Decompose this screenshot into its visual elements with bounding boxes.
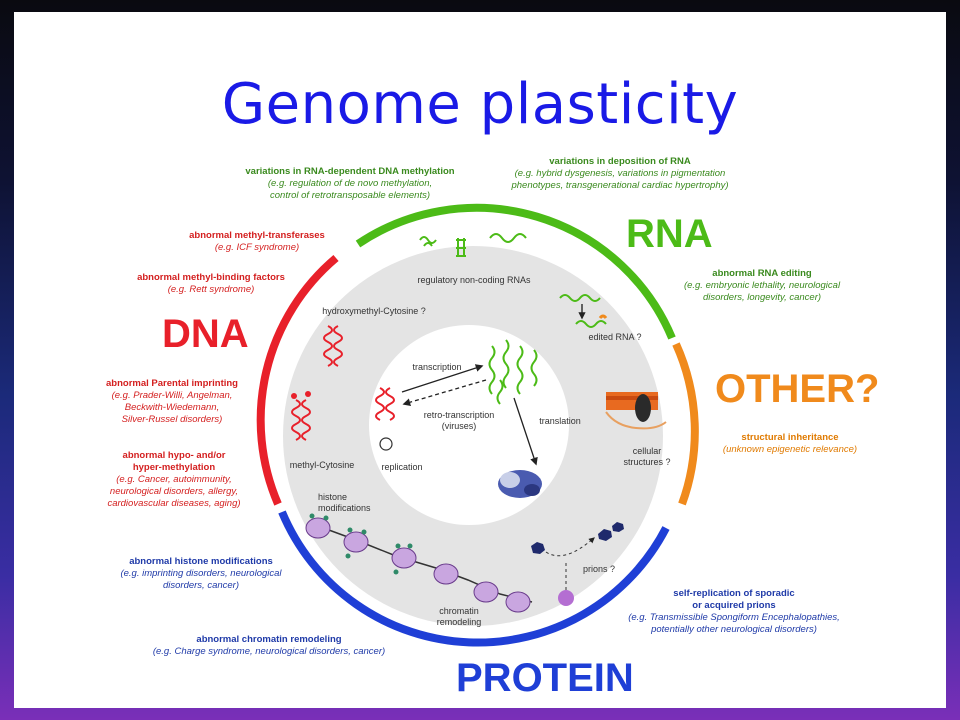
structural-inheritance-example: (unknown epigenetic relevance) — [722, 443, 858, 455]
parental-imprinting-note: abnormal Parental imprinting (e.g. Prade… — [92, 378, 252, 426]
cellular-structure-icon — [605, 392, 667, 430]
slide-title: Genome plasticity — [221, 72, 739, 137]
prions-note: self-replication of sporadic or acquired… — [616, 588, 852, 636]
protein-arc — [278, 510, 670, 647]
other-label: OTHER? — [715, 367, 880, 411]
chromatin-heading: abnormal chromatin remodeling — [196, 634, 342, 645]
protein-structure-icon — [498, 470, 542, 498]
methyl-binding-note: abnormal methyl-binding factors (e.g. Re… — [118, 272, 304, 296]
translation-label: translation — [539, 416, 581, 426]
rna-deposition-example: (e.g. hybrid dysgenesis, variations in p… — [511, 167, 729, 191]
protein-label: PROTEIN — [456, 656, 634, 700]
histone-mods-heading: abnormal histone modifications — [129, 556, 273, 567]
chromatin-note: abnormal chromatin remodeling (e.g. Char… — [144, 634, 394, 658]
transcription-label: transcription — [412, 362, 462, 372]
retro-arrow — [402, 379, 487, 406]
methyl-transferases-example: (e.g. ICF syndrome) — [214, 241, 300, 253]
hydroxymethyl-label: hydroxymethyl-Cytosine ? — [322, 306, 426, 316]
rna-deposition-note: variations in deposition of RNA (e.g. hy… — [492, 156, 748, 192]
rna-editing-heading: abnormal RNA editing — [712, 268, 812, 279]
rna-label: RNA — [626, 212, 713, 256]
hyper-methylation-heading: abnormal hypo- and/or hyper-methylation — [122, 450, 226, 473]
chromatin-label: chromatin remodeling — [436, 606, 482, 627]
histone-label: histone modifications — [318, 492, 371, 513]
methyl-transferases-note: abnormal methyl-transferases (e.g. ICF s… — [166, 230, 348, 254]
dna-label: DNA — [162, 312, 249, 356]
edited-rna-icon — [559, 294, 608, 328]
methyl-binding-example: (e.g. Rett syndrome) — [167, 283, 255, 295]
histone-mods-note: abnormal histone modifications (e.g. imp… — [106, 556, 296, 592]
rna-arc — [355, 203, 676, 340]
rna-editing-note: abnormal RNA editing (e.g. embryonic let… — [670, 268, 854, 304]
rna-deposition-heading: variations in deposition of RNA — [549, 156, 691, 167]
methyl-dots — [291, 391, 311, 399]
retro-label: retro-transcription (viruses) — [423, 410, 495, 431]
ncrna-icons — [419, 233, 527, 257]
prions-example: (e.g. Transmissible Spongiform Encephalo… — [628, 611, 840, 635]
other-arc — [672, 342, 699, 506]
methyl-cytosine-label: methyl-Cytosine — [289, 460, 355, 470]
nucleosome-chain — [305, 513, 533, 613]
replication-label: replication — [381, 462, 423, 472]
histone-mods-example: (e.g. imprinting disorders, neurological… — [120, 567, 282, 591]
translation-arrow — [513, 397, 538, 466]
cellular-label: cellular structures ? — [623, 446, 671, 467]
rna-editing-example: (e.g. embryonic lethality, neurological … — [683, 279, 841, 303]
parental-imprinting-heading: abnormal Parental imprinting — [106, 378, 238, 389]
parental-imprinting-example: (e.g. Prader-Willi, Angelman, Beckwith-W… — [111, 389, 233, 425]
hyper-methylation-note: abnormal hypo- and/or hyper-methylation … — [96, 450, 252, 509]
rna-methylation-note: variations in RNA-dependent DNA methylat… — [212, 166, 488, 202]
edited-rna-label: edited RNA ? — [588, 332, 642, 342]
rna-cluster-icon — [488, 339, 538, 405]
prions-heading: self-replication of sporadic or acquired… — [673, 588, 795, 611]
dna-helix-icons — [291, 325, 395, 441]
rna-methylation-example: (e.g. regulation of de novo methylation,… — [267, 177, 433, 201]
ncrna-label: regulatory non-coding RNAs — [417, 275, 531, 285]
structural-inheritance-note: structural inheritance (unknown epigenet… — [710, 432, 870, 456]
prions-label: prions ? — [582, 564, 616, 574]
hyper-methylation-example: (e.g. Cancer, autoimmunity, neurological… — [107, 473, 241, 509]
replication-loop — [379, 437, 393, 451]
methyl-transferases-heading: abnormal methyl-transferases — [189, 230, 325, 241]
chromatin-example: (e.g. Charge syndrome, neurological diso… — [152, 645, 386, 657]
structural-inheritance-heading: structural inheritance — [741, 432, 839, 443]
methyl-binding-heading: abnormal methyl-binding factors — [137, 272, 285, 283]
prion-icons — [531, 522, 624, 606]
rna-methylation-heading: variations in RNA-dependent DNA methylat… — [245, 166, 455, 177]
transcription-arrow — [401, 364, 484, 393]
dna-arc — [256, 254, 339, 506]
